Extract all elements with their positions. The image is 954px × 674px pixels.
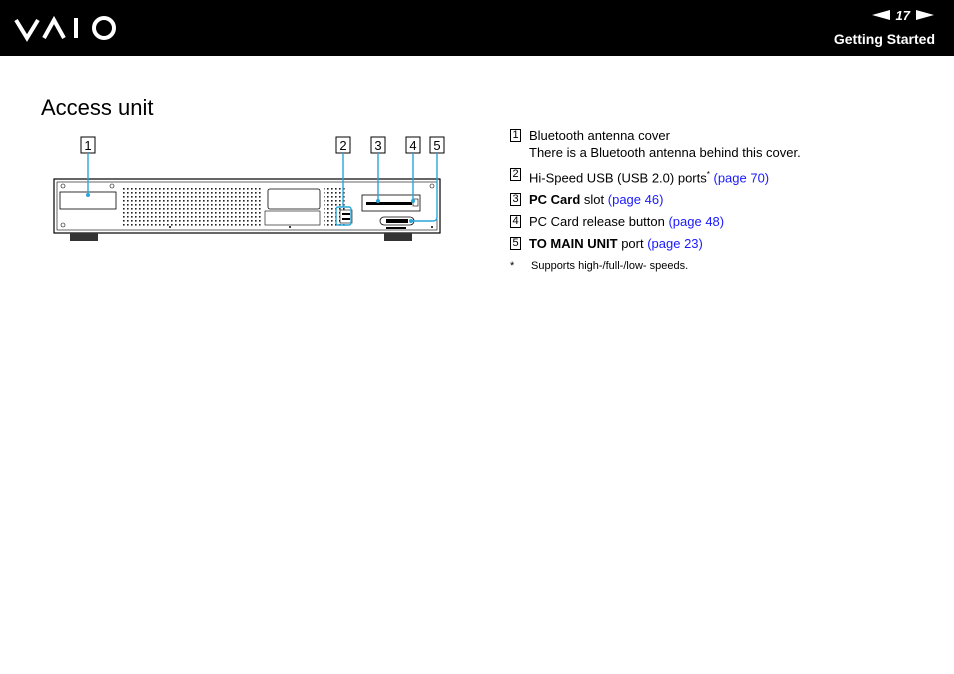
legend-bold: TO MAIN UNIT	[529, 236, 618, 252]
legend-detail: There is a Bluetooth antenna behind this…	[529, 145, 801, 160]
callout-1: 1	[80, 136, 96, 154]
callout-3-label: 3	[374, 138, 381, 153]
callout-5: 5	[429, 136, 445, 154]
page-link-70[interactable]: (page 70)	[713, 170, 770, 186]
legend-item-3: 3 PC Card slot (page 46)	[510, 191, 930, 208]
vaio-logo	[14, 15, 116, 42]
legend-item-4: 4 PC Card release button (page 48)	[510, 213, 930, 230]
page-link-46[interactable]: (page 46)	[607, 192, 664, 208]
header-bar: 17 Getting Started	[0, 0, 954, 56]
callout-1-label: 1	[84, 138, 91, 153]
legend-text: PC Card release button	[529, 214, 669, 230]
footnote-star: *	[510, 260, 515, 273]
next-page-icon[interactable]	[916, 10, 934, 20]
page-number: 17	[895, 7, 910, 23]
prev-page-icon[interactable]	[871, 10, 890, 20]
legend-item-1: 1 Bluetooth antenna cover There is a Blu…	[510, 127, 930, 161]
footnote: * Supports high-/full-/low- speeds.	[510, 260, 930, 272]
legend-item-2: 2 Hi-Speed USB (USB 2.0) ports* (page 70…	[510, 166, 930, 186]
legend-number: 2	[510, 168, 521, 181]
legend-text: port	[617, 236, 648, 252]
page-link-48[interactable]: (page 48)	[668, 214, 725, 230]
callout-2-label: 2	[339, 138, 346, 153]
legend-number: 3	[510, 193, 521, 207]
access-unit-illustration: 1 2 3 4 5	[53, 136, 445, 241]
legend-text: slot	[580, 192, 608, 208]
footnote-text: Supports high-/full-/low- speeds.	[531, 260, 689, 273]
legend-bold: PC Card	[529, 192, 581, 208]
legend-text: Hi-Speed USB (USB 2.0) ports	[529, 170, 707, 186]
section-title: Getting Started	[833, 31, 935, 47]
legend-number: 1	[510, 129, 521, 142]
page-nav: 17	[871, 7, 934, 23]
legend-text: Bluetooth antenna cover	[529, 128, 670, 143]
callout-lines	[87, 153, 438, 226]
legend-item-5: 5 TO MAIN UNIT port (page 23)	[510, 235, 930, 252]
parts-legend: 1 Bluetooth antenna cover There is a Blu…	[510, 127, 930, 272]
callout-5-label: 5	[433, 138, 440, 153]
footnote-marker: *	[706, 170, 710, 179]
page-link-23[interactable]: (page 23)	[647, 236, 703, 252]
legend-number: 5	[510, 237, 521, 251]
legend-number: 4	[510, 215, 521, 229]
callout-4-label: 4	[409, 138, 416, 153]
page-title: Access unit	[41, 95, 154, 120]
access-unit-body	[53, 178, 441, 241]
callout-2: 2	[335, 136, 351, 154]
callout-4: 4	[405, 136, 421, 154]
callout-3: 3	[370, 136, 386, 154]
